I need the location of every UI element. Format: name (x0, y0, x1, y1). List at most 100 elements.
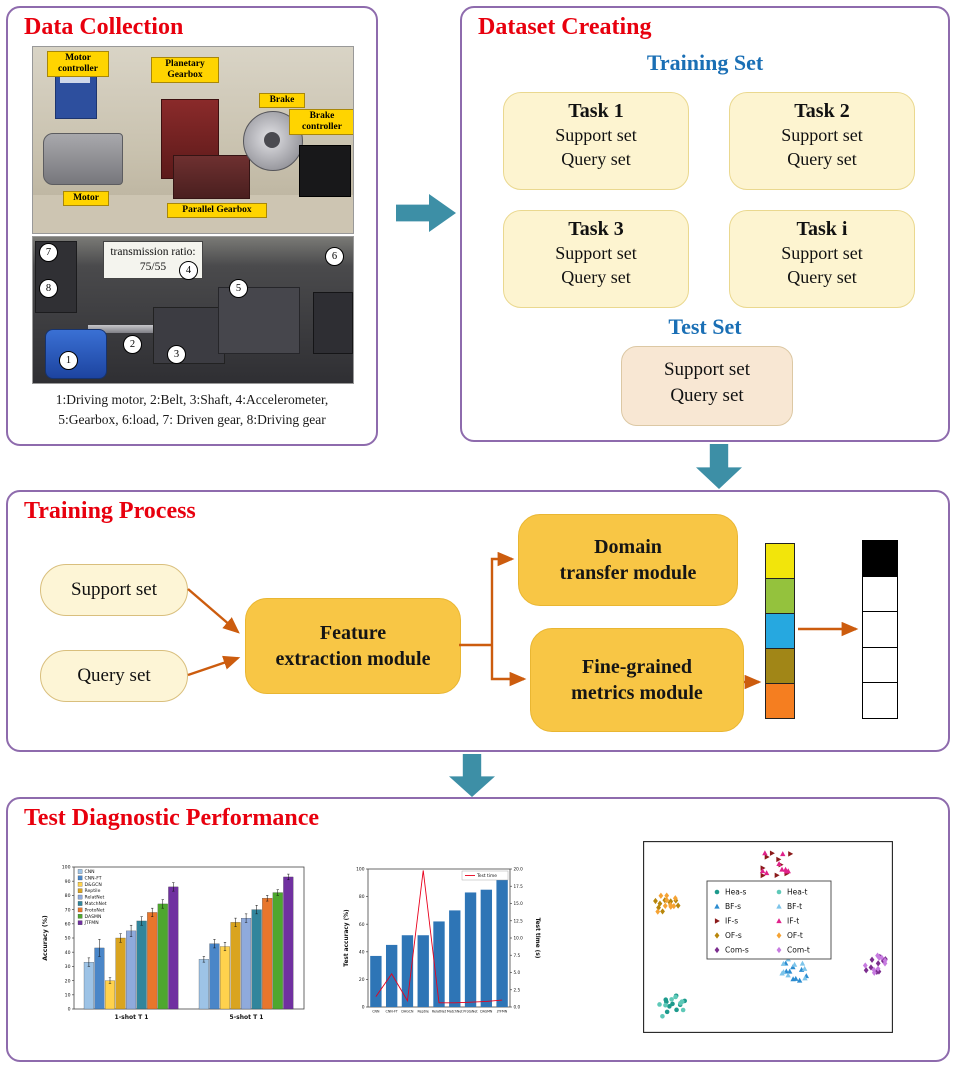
task-support-set: Support set (555, 243, 637, 263)
training-process-title: Training Process (24, 498, 196, 524)
domain-module-line1: Domain (594, 536, 662, 558)
flow-arrow-right (396, 194, 456, 232)
photo-marker-6: 6 (325, 247, 344, 266)
svg-text:JTFMN: JTFMN (496, 1010, 508, 1014)
svg-text:OF-s: OF-s (725, 931, 742, 940)
metrics-module-line2: metrics module (571, 682, 703, 704)
svg-text:2.5: 2.5 (514, 987, 521, 992)
data-collection-title: Data Collection (24, 14, 184, 40)
svg-text:17.5: 17.5 (514, 884, 524, 889)
prediction-output-bar (862, 540, 898, 720)
svg-text:RelatNet: RelatNet (85, 895, 105, 901)
feature-extraction-module: Feature extraction module (245, 598, 461, 694)
svg-text:80: 80 (65, 893, 71, 899)
test-set-box: Support set Query set (621, 346, 793, 426)
equipment-caption: 1:Driving motor, 2:Belt, 3:Shaft, 4:Acce… (8, 390, 376, 429)
test-set-label: Test Set (668, 314, 742, 339)
mid-gearbox (153, 307, 225, 364)
svg-text:CNN: CNN (85, 869, 95, 875)
task-name: Task i (796, 218, 848, 240)
svg-text:OF-t: OF-t (787, 931, 803, 940)
svg-text:15.0: 15.0 (514, 901, 524, 906)
svg-text:50: 50 (65, 936, 71, 942)
equipment-photo-top: Motor controller Planetary Gearbox Brake… (32, 46, 354, 234)
fine-grained-metrics-module: Fine-grained metrics module (530, 628, 744, 732)
svg-text:100: 100 (356, 867, 365, 873)
photo-marker-3: 3 (167, 345, 186, 364)
photo-marker-8: 8 (39, 279, 58, 298)
svg-text:DASMN: DASMN (480, 1010, 493, 1014)
task-grid: Task 1 Support set Query set Task 2 Supp… (503, 92, 915, 308)
svg-text:40: 40 (359, 949, 365, 955)
svg-text:RelatNet: RelatNet (432, 1010, 447, 1014)
svg-text:DASMN: DASMN (85, 914, 102, 920)
domain-module-line2: transfer module (559, 562, 697, 584)
panel-training-process: Training Process Support set Query set F… (6, 490, 950, 752)
svg-text:DAGCN: DAGCN (401, 1010, 414, 1014)
svg-text:60: 60 (65, 922, 71, 928)
photo-marker-5: 5 (229, 279, 248, 298)
class-color-cell (765, 578, 795, 614)
svg-text:IF-s: IF-s (725, 917, 738, 926)
test-support-set: Support set (663, 359, 751, 380)
class-color-cell (765, 543, 795, 579)
svg-text:CNN: CNN (372, 1010, 380, 1014)
svg-text:Hea-s: Hea-s (725, 888, 747, 897)
svg-text:D&GCN: D&GCN (85, 882, 102, 888)
feature-module-line1: Feature (319, 622, 387, 644)
svg-text:JTFMN: JTFMN (84, 920, 99, 926)
svg-text:20: 20 (359, 977, 365, 983)
brake-controller-unit (299, 145, 351, 197)
svg-text:Com-t: Com-t (787, 946, 810, 955)
task-box-2: Task 2 Support set Query set (729, 92, 915, 190)
svg-text:BF-s: BF-s (725, 902, 741, 911)
svg-text:IF-t: IF-t (787, 917, 799, 926)
svg-text:CNN-FT: CNN-FT (85, 875, 102, 881)
svg-text:BF-t: BF-t (787, 902, 802, 911)
label-parallel-gearbox: Parallel Gearbox (167, 203, 267, 218)
class-color-bar (765, 543, 795, 719)
svg-text:7.5: 7.5 (514, 953, 521, 958)
flow-arrow-down-2 (449, 754, 495, 797)
task-support-set: Support set (781, 243, 863, 263)
caption-line-1: 1:Driving motor, 2:Belt, 3:Shaft, 4:Acce… (55, 392, 329, 407)
svg-text:20.0: 20.0 (514, 867, 524, 872)
label-brake-controller: Brake controller (289, 109, 353, 135)
load-unit (313, 292, 353, 354)
svg-text:Test time (s): Test time (s) (534, 918, 540, 959)
svg-text:Test time: Test time (476, 873, 497, 879)
query-set-oval: Query set (40, 650, 188, 702)
label-planetary-gearbox: Planetary Gearbox (151, 57, 219, 83)
test-query-set: Query set (670, 384, 744, 406)
class-color-cell (765, 648, 795, 684)
svg-text:12.5: 12.5 (514, 918, 524, 923)
caption-line-2: 5:Gearbox, 6:load, 7: Driven gear, 8:Dri… (58, 411, 326, 427)
svg-text:0: 0 (68, 1007, 71, 1013)
svg-text:1-shot T 1: 1-shot T 1 (115, 1014, 149, 1021)
svg-text:Com-s: Com-s (725, 946, 749, 955)
support-set-oval: Support set (40, 564, 188, 616)
output-cell (862, 540, 898, 578)
svg-text:0: 0 (362, 1005, 365, 1011)
task-support-set: Support set (555, 125, 637, 145)
svg-text:0.0: 0.0 (514, 1005, 521, 1010)
class-color-cell (765, 613, 795, 649)
svg-text:Accuracy (%): Accuracy (%) (42, 915, 49, 961)
label-motor: Motor (63, 191, 109, 206)
task-name: Task 1 (568, 100, 624, 122)
svg-text:MatchNet: MatchNet (447, 1010, 464, 1014)
metrics-module-line1: Fine-grained (582, 656, 692, 678)
feature-module-line2: extraction module (275, 648, 431, 670)
task-box-i: Task i Support set Query set (729, 210, 915, 308)
svg-text:Reptile: Reptile (418, 1010, 429, 1014)
panel-dataset-creating: Dataset Creating Training Set Task 1 Sup… (460, 6, 950, 442)
output-cell (862, 646, 898, 684)
class-color-cell (765, 683, 795, 719)
svg-text:CNN-FT: CNN-FT (386, 1010, 399, 1014)
task-query-set: Query set (561, 149, 631, 170)
svg-text:5.0: 5.0 (514, 970, 521, 975)
